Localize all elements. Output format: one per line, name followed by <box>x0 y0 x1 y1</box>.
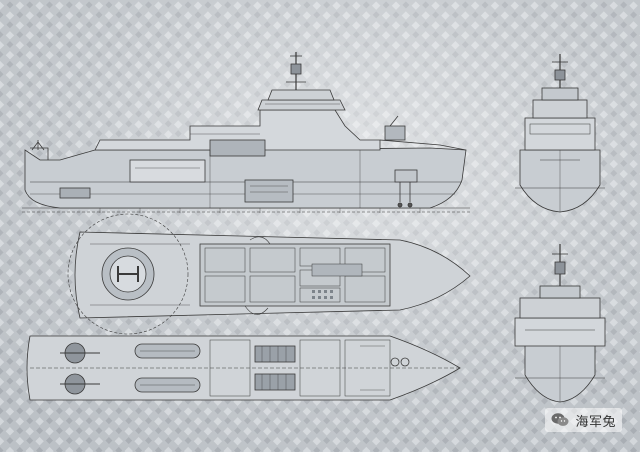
deck-plan-view-lower <box>26 335 461 401</box>
watermark: 海军兔 <box>545 408 622 432</box>
stern-view <box>515 54 605 213</box>
side-elevation-view <box>22 52 470 213</box>
wechat-icon <box>551 413 569 426</box>
deck-plan-view-upper <box>67 213 471 335</box>
watermark-text: 海军兔 <box>575 414 616 430</box>
bow-view <box>514 244 606 403</box>
